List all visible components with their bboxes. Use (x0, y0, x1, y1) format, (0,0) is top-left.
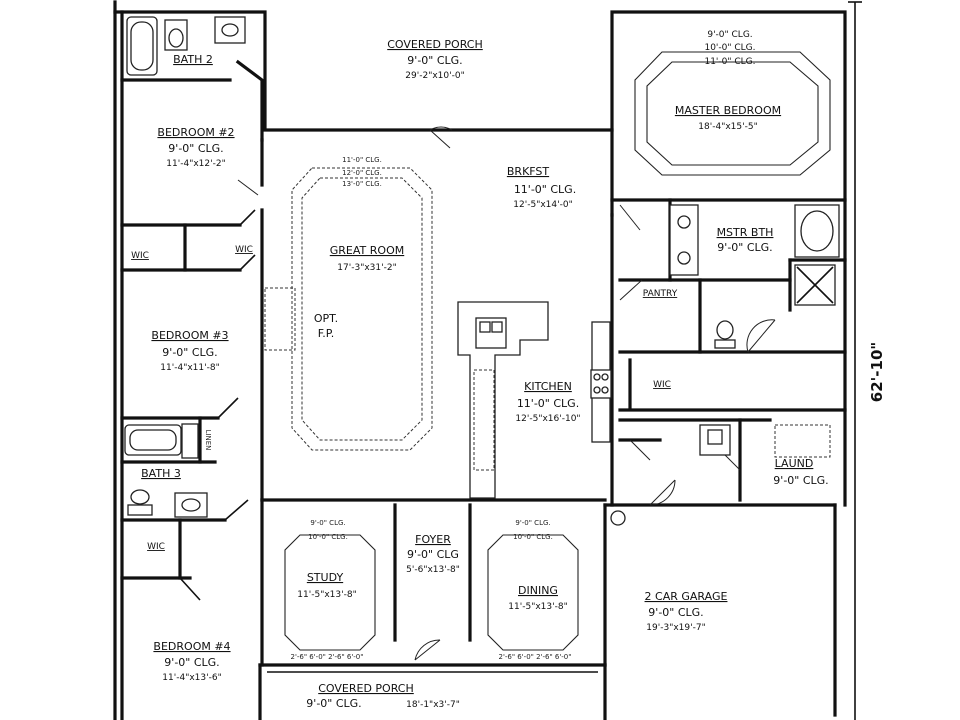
svg-text:9'-0" CLG.: 9'-0" CLG. (773, 474, 828, 487)
garage-label: 2 CAR GARAGE 9'-0" CLG. 19'-3"x19'-7" (645, 590, 728, 633)
svg-text:18'-1"x3'-7": 18'-1"x3'-7" (406, 700, 460, 710)
svg-text:BEDROOM #3: BEDROOM #3 (151, 329, 228, 342)
svg-text:17'-3"x31'-2": 17'-3"x31'-2" (337, 263, 396, 273)
svg-text:DINING: DINING (518, 584, 558, 597)
exterior-walls (113, 0, 847, 720)
svg-text:11'-5"x13'-8": 11'-5"x13'-8" (508, 602, 567, 612)
svg-text:GREAT ROOM: GREAT ROOM (330, 244, 404, 257)
svg-text:9'-0" CLG.: 9'-0" CLG. (515, 519, 550, 527)
svg-text:BEDROOM #4: BEDROOM #4 (153, 640, 230, 653)
svg-text:9'-0" CLG: 9'-0" CLG (407, 548, 459, 561)
svg-text:COVERED PORCH: COVERED PORCH (387, 38, 483, 51)
pantry-label: PANTRY (643, 289, 678, 299)
wic2-label: WIC (235, 245, 253, 255)
svg-text:11'-0" CLG.: 11'-0" CLG. (517, 397, 579, 410)
fireplace-label: OPT. F.P. (314, 312, 338, 340)
fixtures (124, 16, 840, 526)
bath2-label: BATH 2 (173, 53, 213, 66)
svg-text:9'-0" CLG.: 9'-0" CLG. (168, 142, 223, 155)
svg-text:29'-2"x10'-0": 29'-2"x10'-0" (405, 71, 464, 81)
master-bath-label: MSTR BTH 9'-0" CLG. (717, 226, 774, 254)
study-label: 9'-0" CLG. 10'-0" CLG. STUDY 11'-5"x13'-… (291, 519, 364, 661)
svg-text:11'-4"x11'-8": 11'-4"x11'-8" (160, 363, 219, 373)
svg-text:LAUND: LAUND (775, 457, 814, 470)
bedroom3-label: BEDROOM #3 9'-0" CLG. 11'-4"x11'-8" (151, 329, 228, 373)
foyer-label: FOYER 9'-0" CLG 5'-6"x13'-8" (406, 533, 460, 575)
svg-text:9'-0" CLG.: 9'-0" CLG. (407, 54, 462, 67)
svg-text:5'-6"x13'-8": 5'-6"x13'-8" (406, 565, 460, 575)
svg-text:10'-0" CLG.: 10'-0" CLG. (704, 43, 755, 53)
svg-text:12'-5"x16'-10": 12'-5"x16'-10" (515, 414, 580, 424)
bedroom4-label: BEDROOM #4 9'-0" CLG. 11'-4"x13'-6" (153, 640, 230, 683)
svg-text:2'-6" 6'-0" 2'-6" 6'-0": 2'-6" 6'-0" 2'-6" 6'-0" (291, 653, 364, 661)
svg-text:9'-0" CLG.: 9'-0" CLG. (310, 519, 345, 527)
room-labels: COVERED PORCH 9'-0" CLG. 29'-2"x10'-0" B… (131, 30, 829, 710)
svg-text:18'-4"x15'-5": 18'-4"x15'-5" (698, 122, 757, 132)
brkfst-label: BRKFST 11'-0" CLG. 12'-5"x14'-0" (507, 165, 576, 210)
covered-porch-rear-label: COVERED PORCH 9'-0" CLG. 29'-2"x10'-0" (387, 38, 483, 81)
svg-text:MSTR BTH: MSTR BTH (717, 226, 774, 239)
svg-text:BRKFST: BRKFST (507, 165, 550, 178)
wic3-label: WIC (147, 542, 165, 552)
svg-text:MASTER BEDROOM: MASTER BEDROOM (675, 104, 781, 117)
svg-text:F.P.: F.P. (318, 327, 334, 340)
svg-text:11'-4"x12'-2": 11'-4"x12'-2" (166, 159, 225, 169)
svg-text:2 CAR GARAGE: 2 CAR GARAGE (645, 590, 728, 603)
svg-text:FOYER: FOYER (415, 533, 451, 546)
svg-text:9'-0" CLG.: 9'-0" CLG. (707, 30, 752, 40)
bath3-label: BATH 3 (141, 467, 181, 480)
interior-walls (120, 59, 847, 667)
svg-text:KITCHEN: KITCHEN (524, 380, 572, 393)
overall-dimension: 62'-10" (848, 1, 886, 720)
svg-text:BEDROOM #2: BEDROOM #2 (157, 126, 234, 139)
svg-text:9'-0" CLG.: 9'-0" CLG. (306, 697, 361, 710)
svg-text:9'-0" CLG.: 9'-0" CLG. (648, 606, 703, 619)
svg-text:9'-0" CLG.: 9'-0" CLG. (717, 241, 772, 254)
svg-text:11'-5"x13'-8": 11'-5"x13'-8" (297, 590, 356, 600)
dining-label: 9'-0" CLG. 10'-0" CLG. DINING 11'-5"x13'… (499, 519, 572, 661)
svg-text:19'-3"x19'-7": 19'-3"x19'-7" (646, 623, 705, 633)
tray-ceilings (264, 51, 831, 651)
overall-dimension-label: 62'-10" (868, 342, 886, 402)
svg-text:11'-4"x13'-6": 11'-4"x13'-6" (162, 673, 221, 683)
svg-text:13'-0" CLG.: 13'-0" CLG. (342, 180, 382, 188)
svg-text:11'-0" CLG.: 11'-0" CLG. (514, 183, 576, 196)
svg-text:11'-0" CLG.: 11'-0" CLG. (704, 57, 755, 67)
doors (237, 126, 776, 661)
covered-porch-front-label: COVERED PORCH 9'-0" CLG. 18'-1"x3'-7" (306, 682, 460, 710)
master-bedroom-label: 9'-0" CLG. 10'-0" CLG. 11'-0" CLG. MASTE… (675, 30, 781, 132)
svg-text:9'-0" CLG.: 9'-0" CLG. (164, 656, 219, 669)
svg-text:11'-0" CLG.: 11'-0" CLG. (342, 156, 382, 164)
svg-text:STUDY: STUDY (307, 571, 344, 584)
linen-label: LINEN (204, 430, 212, 451)
kitchen-label: KITCHEN 11'-0" CLG. 12'-5"x16'-10" (515, 380, 580, 424)
svg-text:12'-5"x14'-0": 12'-5"x14'-0" (513, 200, 572, 210)
laund-label: LAUND 9'-0" CLG. (773, 457, 828, 487)
svg-text:12'-0" CLG.: 12'-0" CLG. (342, 169, 382, 177)
svg-text:10'-0" CLG.: 10'-0" CLG. (308, 533, 348, 541)
svg-text:2'-6" 6'-0" 2'-6" 6'-0": 2'-6" 6'-0" 2'-6" 6'-0" (499, 653, 572, 661)
master-wic-label: WIC (653, 380, 671, 390)
svg-text:OPT.: OPT. (314, 312, 338, 325)
wic1-label: WIC (131, 251, 149, 261)
great-room-label: 11'-0" CLG. 12'-0" CLG. 13'-0" CLG. GREA… (330, 156, 404, 273)
svg-text:COVERED PORCH: COVERED PORCH (318, 682, 414, 695)
bedroom2-label: BEDROOM #2 9'-0" CLG. 11'-4"x12'-2" (157, 126, 234, 169)
svg-text:9'-0" CLG.: 9'-0" CLG. (162, 346, 217, 359)
svg-text:10'-0" CLG.: 10'-0" CLG. (513, 533, 553, 541)
